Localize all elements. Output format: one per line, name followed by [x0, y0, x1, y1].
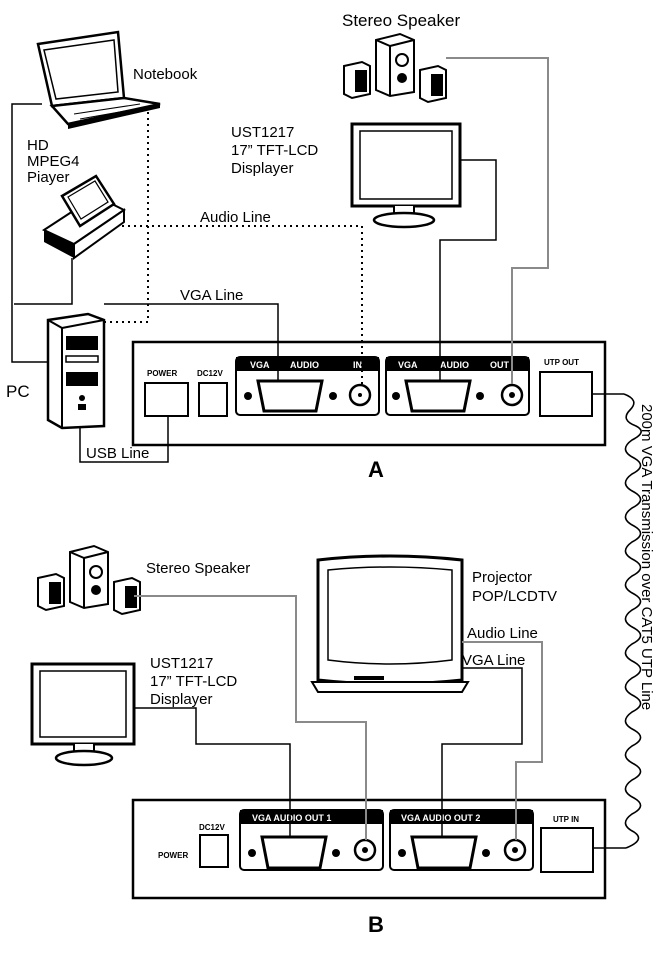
unit-b-dc-label: DC12V [199, 823, 225, 832]
pc-icon [46, 312, 106, 430]
speaker-top-label: Stereo Speaker [342, 11, 460, 30]
monitor-top-label-line3: Displayer [231, 160, 294, 177]
audio-line-top-label: Audio Line [200, 209, 271, 226]
hd-player-label-line1: HD [27, 137, 49, 154]
unit-b-utp-in-label: UTP IN [553, 815, 579, 824]
monitor-top-icon [350, 122, 462, 229]
vga-line-bottom-label: VGA Line [462, 652, 525, 669]
speaker-bottom-label: Stereo Speaker [146, 560, 250, 577]
pc-label: PC [6, 382, 30, 401]
unit-a-in-vga: VGA [250, 360, 270, 370]
unit-a-out-label: OUT [490, 360, 510, 370]
vga-line-top-label: VGA Line [180, 287, 243, 304]
unit-a-label: A [368, 457, 384, 482]
hd-player-label-line2: MPEG4 [27, 153, 80, 170]
cables-bottom [134, 595, 543, 840]
monitor-bottom-label-line1: UST1217 [150, 655, 213, 672]
monitor-bottom-label-line3: Displayer [150, 691, 213, 708]
unit-a-power-label: POWER [147, 369, 177, 378]
monitor-bottom-label-line2: 17” TFT-LCD [150, 673, 237, 690]
speaker-top-icon [343, 32, 447, 104]
monitor-bottom-icon [30, 662, 136, 767]
unit-a-utp-out-label: UTP OUT [544, 358, 579, 367]
unit-a-box: POWER DC12V VGA AUDIO IN VGA AUDIO OUT U… [131, 340, 607, 447]
monitor-top-label-line2: 17” TFT-LCD [231, 142, 318, 159]
transmission-label: 200m VGA Transmission over CAT5 UTP Line [638, 404, 655, 710]
unit-a-out-audio: AUDIO [440, 360, 469, 370]
speaker-bottom-icon [37, 544, 141, 616]
unit-b-label: B [368, 912, 384, 937]
cables-top [11, 57, 624, 463]
hd-player-label-line3: Piayer [27, 169, 70, 186]
usb-line-label: USB Line [86, 445, 149, 462]
unit-a-in-label: IN [353, 360, 362, 370]
projector-label-line2: POP/LCDTV [472, 588, 557, 605]
notebook-icon [36, 30, 161, 129]
notebook-label: Notebook [133, 66, 198, 83]
unit-b-power-label: POWER [158, 851, 188, 860]
unit-a-dc-label: DC12V [197, 369, 223, 378]
utp-cable-coil [594, 393, 642, 849]
projector-tv-icon [310, 554, 470, 693]
monitor-top-label-line1: UST1217 [231, 124, 294, 141]
unit-b-out2-label: VGA AUDIO OUT 2 [401, 813, 480, 823]
unit-a-in-audio: AUDIO [290, 360, 319, 370]
audio-line-bottom-label: Audio Line [467, 625, 538, 642]
unit-b-box: DC12V POWER VGA AUDIO OUT 1 VGA AUDIO OU… [131, 798, 607, 900]
unit-b-out1-label: VGA AUDIO OUT 1 [252, 813, 331, 823]
hd-player-icon [41, 174, 126, 260]
unit-a-out-vga: VGA [398, 360, 418, 370]
projector-label-line1: Projector [472, 569, 532, 586]
